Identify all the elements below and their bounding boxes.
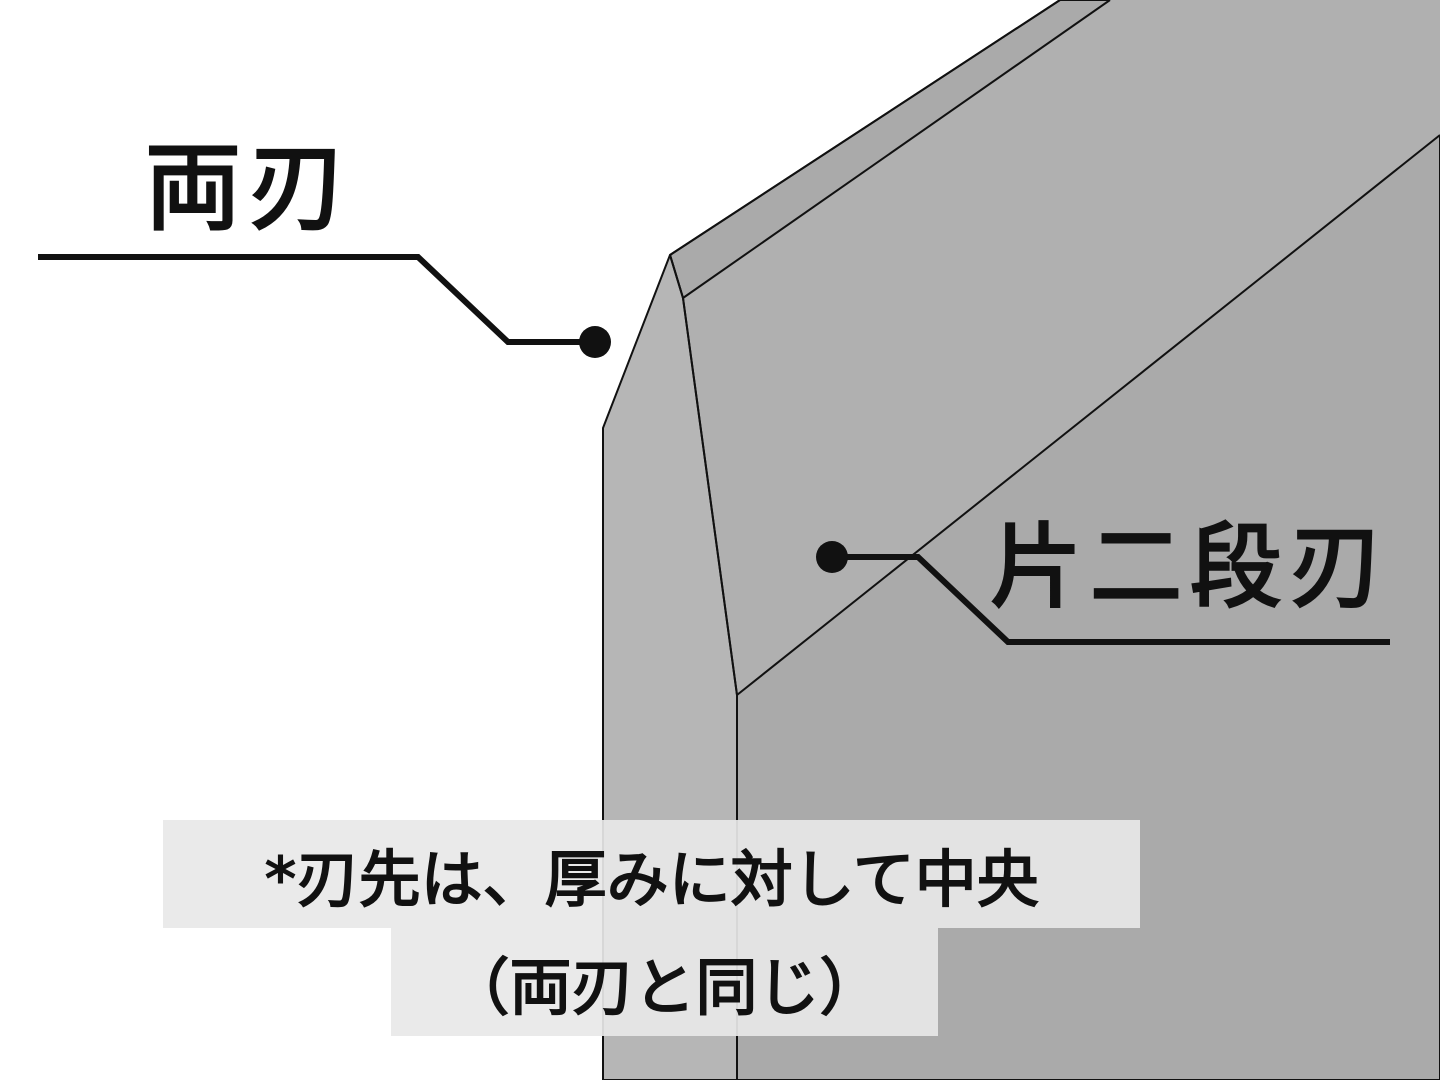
bevel-edge-line bbox=[669, 254, 684, 299]
bevel-edge-line bbox=[736, 134, 1440, 696]
leader-line-double-edge bbox=[38, 254, 595, 345]
label-double-edge: 両刃 bbox=[145, 132, 353, 244]
note-line-2: （両刃と同じ） bbox=[391, 928, 938, 1036]
leader-dot-single-two-step bbox=[816, 541, 848, 573]
bevel-edge-line bbox=[682, 297, 738, 696]
leader-dot-double-edge bbox=[579, 326, 611, 358]
label-single-two-step-edge: 片二段刃 bbox=[990, 514, 1391, 621]
leader-line-single-two-step bbox=[832, 554, 1390, 645]
note-line-1: *刃先は、厚みに対して中央 bbox=[163, 820, 1140, 928]
bevel-edge-line bbox=[669, 0, 1061, 256]
second-bevel-face bbox=[683, 0, 1440, 695]
bevel-edge-line bbox=[682, 0, 1111, 299]
